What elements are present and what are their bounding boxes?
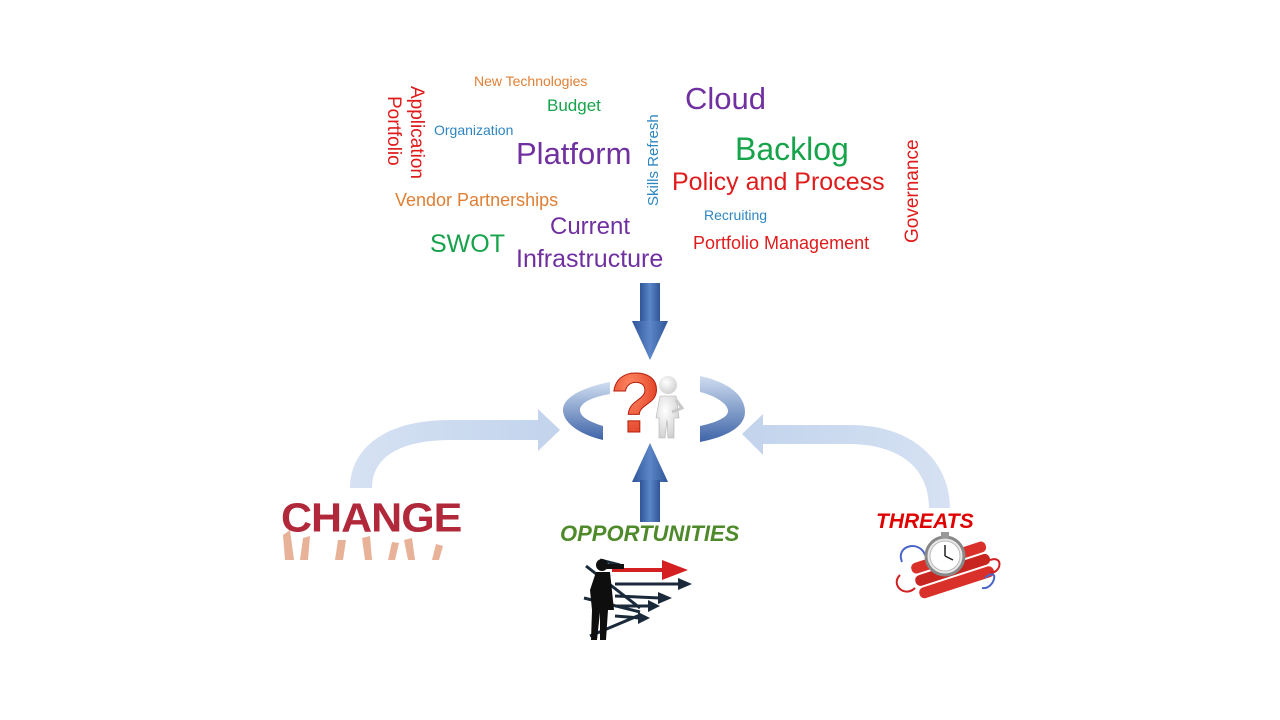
opportunities-businessman-icon (578, 550, 723, 650)
svg-text:?: ? (610, 356, 661, 450)
up-arrow (632, 443, 668, 522)
threats-label: THREATS (876, 510, 974, 533)
change-label: CHANGE (281, 495, 462, 541)
word-swot: SWOT (430, 230, 505, 258)
threats-bomb-clock-icon (895, 532, 1001, 599)
question-figure-icon: ? (610, 356, 685, 451)
down-arrow (632, 283, 668, 360)
word-portfolio-management: Portfolio Management (693, 233, 870, 253)
word-recruiting: Recruiting (704, 207, 768, 223)
word-policy-and-process: Policy and Process (672, 168, 885, 196)
word-backlog: Backlog (735, 131, 849, 167)
word-organization: Organization (434, 122, 514, 138)
right-curved-arrow (742, 414, 950, 508)
opportunities-label: OPPORTUNITIES (560, 521, 740, 546)
word-cloud: Cloud (685, 81, 766, 116)
left-curved-arrow (350, 409, 560, 488)
word-current: Current (550, 213, 631, 240)
change-hands-icon (283, 530, 443, 560)
word-platform: Platform (516, 136, 632, 171)
word-vendor-partnerships: Vendor Partnerships (395, 190, 559, 210)
word-new-technologies: New Technologies (474, 73, 588, 89)
central-ring (563, 376, 745, 442)
word-budget: Budget (547, 96, 601, 115)
word-infrastructure: Infrastructure (516, 245, 664, 273)
